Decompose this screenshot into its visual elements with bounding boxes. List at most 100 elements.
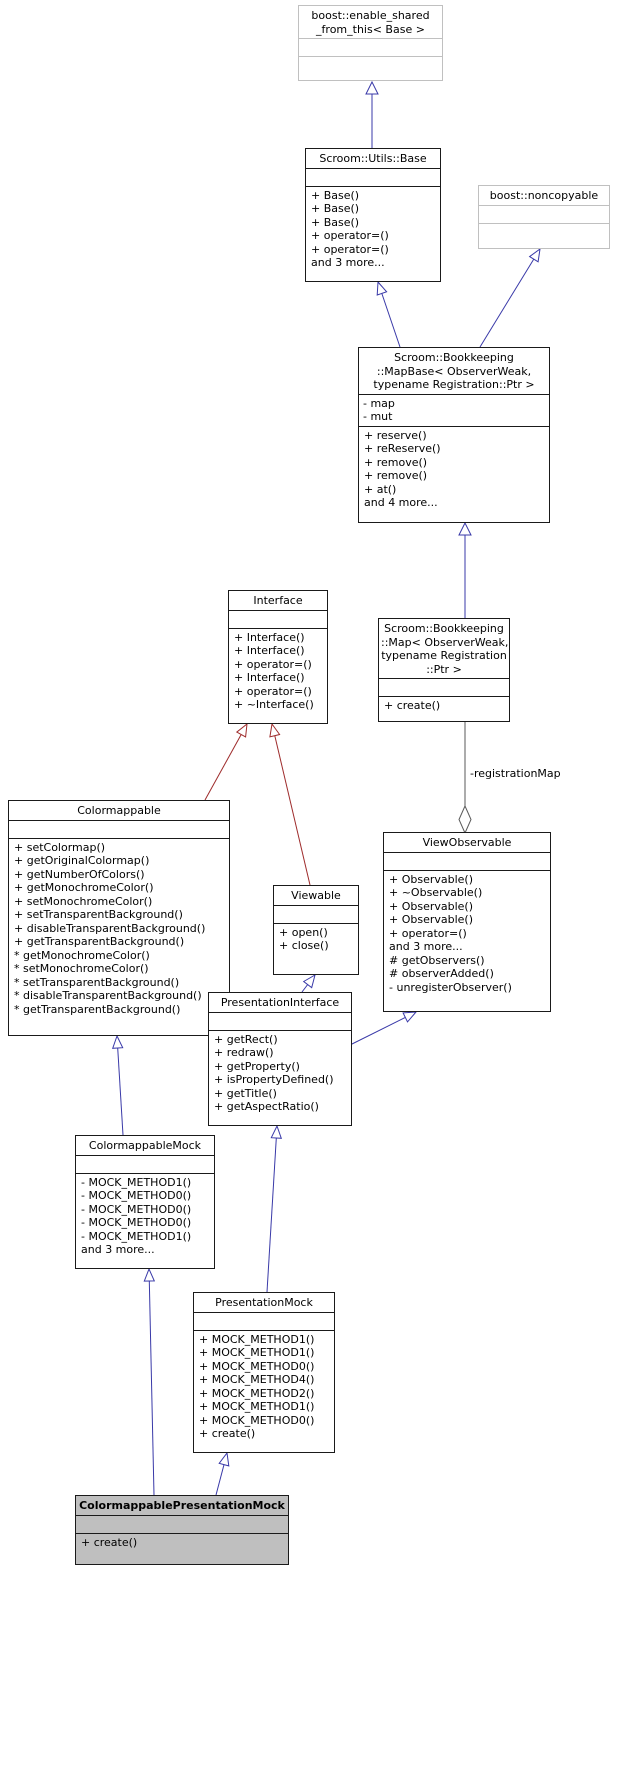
class-method: + MOCK_METHOD1() (199, 1332, 315, 1346)
class-method: + MOCK_METHOD0() (199, 1413, 315, 1427)
inheritance-arrow-icon (458, 521, 472, 536)
class-methods: - MOCK_METHOD1()- MOCK_METHOD0()- MOCK_M… (76, 1174, 214, 1269)
class-attributes (194, 1313, 334, 1331)
class-methods: + open()+ close() (274, 924, 358, 975)
inheritance-edge-cpmock-to-colormappablemock (143, 1267, 156, 1496)
class-method: # getObservers() (389, 953, 485, 967)
inheritance-edge-viewable-to-interface (269, 722, 311, 886)
inheritance-arrow-icon (402, 1011, 418, 1023)
class-title: boost::enable_shared_from_this< Base > (299, 6, 442, 39)
class-box-viewobservable[interactable]: ViewObservable+ Observable()+ ~Observabl… (383, 832, 551, 1012)
edge-line (479, 258, 535, 348)
class-method: and 3 more... (389, 940, 463, 953)
class-title: PresentationInterface (209, 993, 351, 1013)
class-box-colormappablepresentationmock[interactable]: ColormappablePresentationMock+ create() (75, 1495, 289, 1565)
class-attributes (384, 853, 550, 871)
class-methods (299, 57, 442, 80)
class-method: - unregisterObserver() (389, 980, 512, 994)
class-title-line: Colormappable (77, 804, 161, 817)
class-method: + Base() (311, 188, 360, 202)
class-box-colormappablemock[interactable]: ColormappableMock- MOCK_METHOD1()- MOCK_… (75, 1135, 215, 1269)
inheritance-arrow-icon (111, 1034, 124, 1049)
class-method: + getTransparentBackground() (14, 935, 185, 948)
class-title-line: Scroom::Utils::Base (319, 152, 427, 165)
edge-line (117, 1047, 124, 1136)
class-method: + create() (199, 1427, 256, 1440)
class-title: ViewObservable (384, 833, 550, 853)
class-box-presentationinterface[interactable]: PresentationInterface+ getRect()+ redraw… (208, 992, 352, 1126)
edge-line (204, 734, 242, 801)
class-title: ColormappableMock (76, 1136, 214, 1156)
class-title-line: ColormappableMock (88, 1139, 202, 1152)
class-method: + Base() (311, 202, 360, 215)
class-method: + isPropertyDefined() (214, 1073, 334, 1086)
class-method: + close() (279, 939, 329, 952)
inheritance-arrow-icon (528, 247, 541, 263)
class-title-line: Scroom::Bookkeeping (384, 622, 504, 635)
edge-line (349, 1016, 406, 1046)
inheritance-arrow-icon (218, 1451, 230, 1467)
inheritance-edge-colormappablemock-to-colormappable (111, 1034, 124, 1136)
inheritance-edge-presentationinterface-to-viewobservable (349, 1011, 418, 1046)
class-method: + getNumberOfColors() (14, 867, 145, 881)
class-method: + MOCK_METHOD0() (199, 1359, 315, 1373)
class-methods: + reserve()+ reReserve()+ remove()+ remo… (359, 427, 549, 523)
class-method: + operator=() (311, 242, 389, 256)
class-method: + setColormap() (14, 840, 106, 854)
class-box-boost-enable-shared-from-this[interactable]: boost::enable_shared_from_this< Base > (298, 5, 443, 81)
class-method: + create() (384, 699, 441, 712)
inheritance-arrow-icon (376, 280, 388, 296)
inheritance-arrow-icon (143, 1267, 156, 1282)
class-box-scroom-bookkeeping-map[interactable]: Scroom::Bookkeeping::Map< ObserverWeak,t… (378, 618, 510, 722)
class-method: - MOCK_METHOD1() (81, 1229, 192, 1243)
class-methods (479, 224, 609, 249)
aggregation-edge-map-registrationmap-viewobservable: -registrationMap (458, 722, 561, 835)
class-method: + getAspectRatio() (214, 1100, 319, 1113)
class-method: - MOCK_METHOD0() (81, 1202, 192, 1216)
class-method: + Interface() (234, 630, 305, 644)
class-method: + open() (279, 925, 328, 939)
class-box-viewable[interactable]: Viewable + open()+ close() (273, 885, 359, 975)
class-box-presentationmock[interactable]: PresentationMock+ MOCK_METHOD1()+ MOCK_M… (193, 1292, 335, 1453)
edge-line (215, 1464, 225, 1496)
class-box-colormappable[interactable]: Colormappable+ setColormap()+ getOrigina… (8, 800, 230, 1036)
class-box-boost-noncopyable[interactable]: boost::noncopyable (478, 185, 610, 249)
class-box-interface[interactable]: Interface+ Interface()+ Interface()+ ope… (228, 590, 328, 724)
aggregation-diamond-icon (458, 804, 472, 835)
class-method: + operator=() (311, 229, 389, 242)
class-method: # observerAdded() (389, 967, 494, 980)
class-box-scroom-utils-base[interactable]: Scroom::Utils::Base+ Base()+ Base()+ Bas… (305, 148, 441, 282)
class-methods: + MOCK_METHOD1()+ MOCK_METHOD1()+ MOCK_M… (194, 1331, 334, 1453)
class-method: * getMonochromeColor() (14, 948, 150, 962)
class-box-scroom-bookkeeping-mapbase[interactable]: Scroom::Bookkeeping::MapBase< ObserverWe… (358, 347, 550, 523)
class-attributes (76, 1156, 214, 1174)
class-method: + reserve() (364, 428, 427, 442)
class-methods: + Interface()+ Interface()+ operator=()+… (229, 629, 327, 724)
class-title-line: boost::enable_shared (311, 9, 430, 22)
class-attributes (306, 169, 440, 187)
class-method: + MOCK_METHOD1() (199, 1346, 315, 1359)
edge-line (266, 1137, 277, 1293)
class-method: + operator=() (234, 657, 312, 671)
inheritance-arrow-icon (302, 973, 316, 989)
class-title-line: ViewObservable (422, 836, 512, 849)
class-attributes (274, 906, 358, 924)
class-attributes (209, 1013, 351, 1031)
class-method: + redraw() (214, 1046, 274, 1059)
edge-line (301, 984, 309, 993)
edge-line (274, 735, 311, 886)
inheritance-edge-presentationmock-to-presentationinterface (266, 1124, 283, 1293)
class-method: + Interface() (234, 671, 305, 684)
class-method: - MOCK_METHOD0() (81, 1216, 192, 1229)
class-method: + getTitle() (214, 1086, 277, 1100)
class-title: Viewable (274, 886, 358, 906)
class-method: + MOCK_METHOD2() (199, 1386, 315, 1400)
class-title-line: typename Registration::Ptr > (373, 378, 535, 391)
class-title-line: ::MapBase< ObserverWeak, (376, 364, 532, 378)
class-method: + at() (364, 482, 397, 496)
class-method: + disableTransparentBackground() (14, 921, 206, 935)
class-title: ColormappablePresentationMock (76, 1496, 288, 1516)
inheritance-edge-mapbase-to-base (376, 280, 401, 348)
class-method: and 4 more... (364, 496, 438, 509)
